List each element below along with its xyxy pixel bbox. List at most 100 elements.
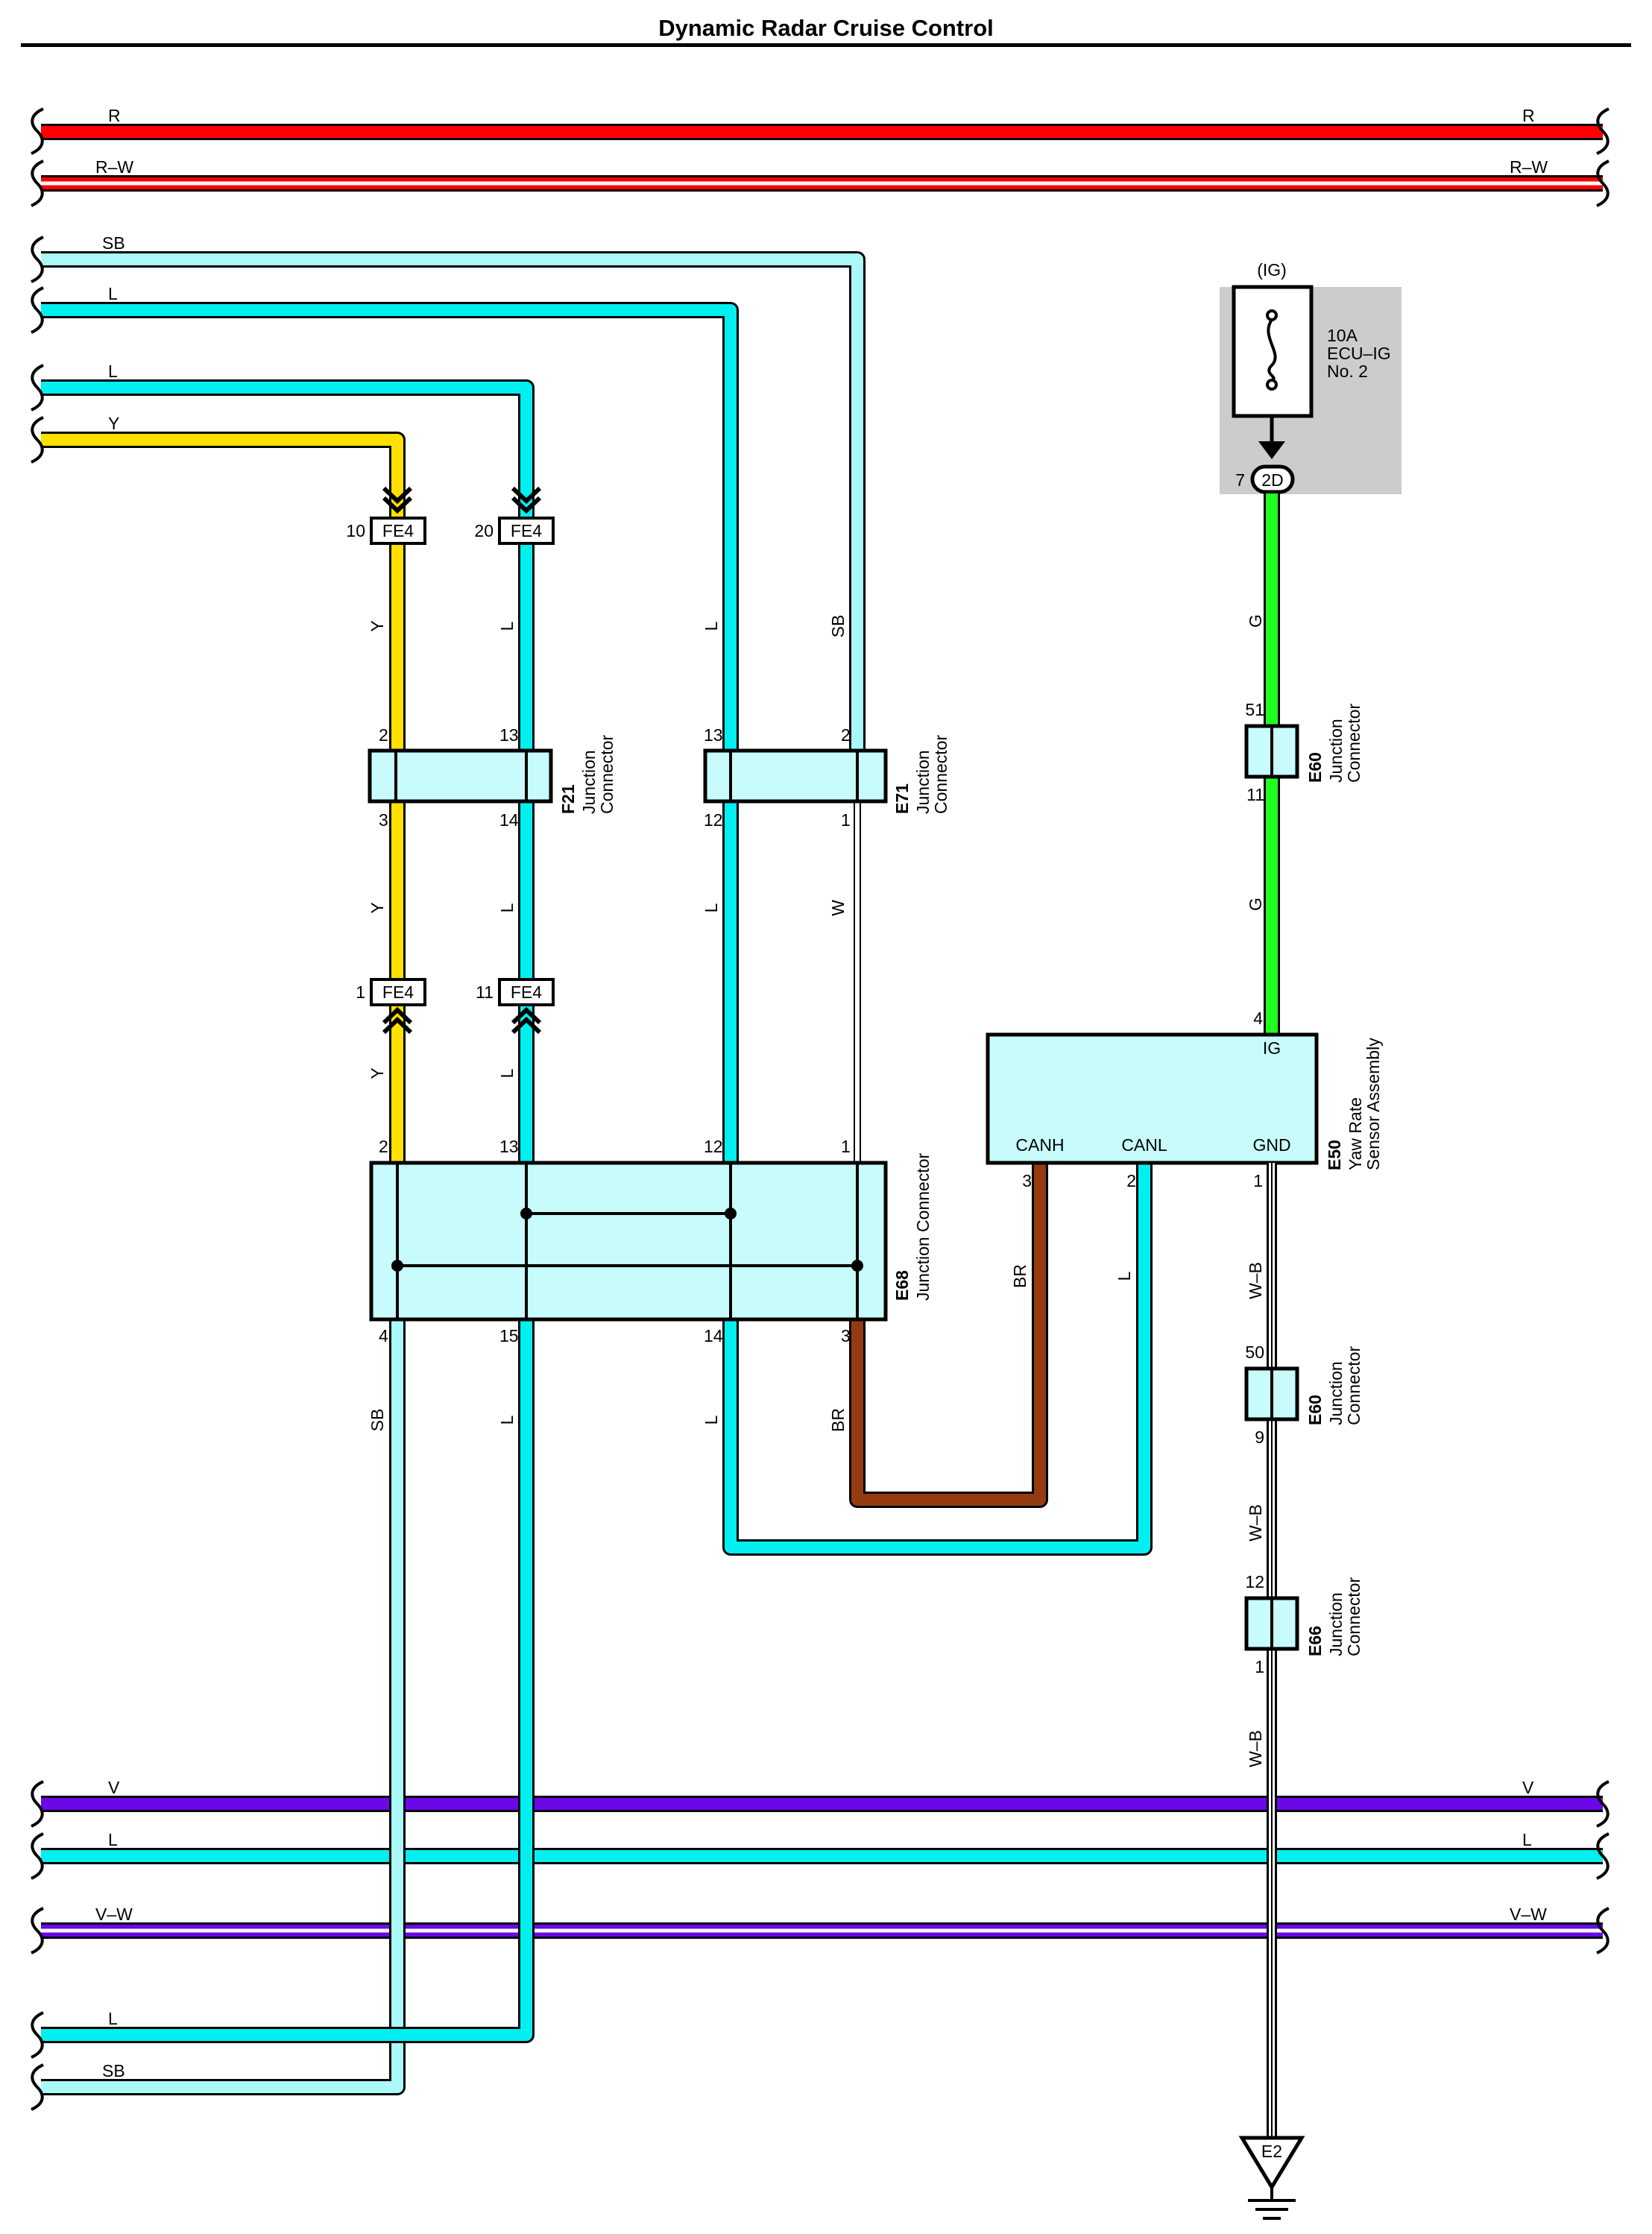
pin-label: 2 [379, 725, 388, 745]
fe4-upper-b-pin: 20 [474, 521, 494, 540]
bus-wire-r: R R [41, 106, 1603, 140]
component-id: E66 [1305, 1626, 1325, 1656]
fe4-upper-b-id: FE4 [511, 521, 542, 540]
diagram-title: Dynamic Radar Cruise Control [658, 15, 994, 41]
wire-label: L [497, 903, 517, 912]
wire-label-y-mid: Y [108, 414, 119, 433]
crossing-overlays [389, 1787, 1277, 1947]
fe4-lower-a-pin: 1 [356, 982, 365, 1002]
component-name: Yaw Rate [1346, 1097, 1365, 1170]
wire-label: Y [368, 1067, 387, 1079]
wire-label: L [497, 621, 517, 631]
wire-label: L [497, 1068, 517, 1078]
pin-label: 14 [704, 1326, 723, 1345]
wire-label: BR [1010, 1264, 1030, 1288]
fuse-name: ECU–IG [1327, 344, 1391, 363]
f21-junction-connector: 2 13 3 14 F21 Junction Connector [368, 725, 617, 830]
terminal-ig: IG [1263, 1038, 1281, 1058]
pin-label: 3 [1022, 1171, 1032, 1190]
pin-label: 1 [1255, 1657, 1264, 1676]
wire-label-sb-top: SB [102, 233, 125, 253]
break-marks-top [31, 107, 1610, 207]
wire-sb-vertical [41, 1319, 406, 2095]
pin-label: 3 [379, 810, 388, 830]
component-id: E60 [1305, 752, 1325, 783]
pin-label: 13 [499, 1137, 519, 1156]
ground-symbol-e2: E2 [1238, 2136, 1305, 2220]
wire-l-bottom: L [41, 2009, 535, 2043]
wire-label: W [828, 900, 848, 916]
component-id: E71 [892, 783, 912, 814]
component-name: Junction Connector [913, 1152, 933, 1301]
pin-label: 2 [841, 725, 851, 745]
fuse-number: No. 2 [1327, 362, 1368, 381]
wire-label: L [497, 1415, 517, 1424]
wire-sb-top: SB [41, 233, 866, 753]
component-id: E68 [892, 1270, 912, 1301]
bus-label-v-left: V [108, 1778, 120, 1797]
fuse-pin: 7 [1235, 470, 1245, 490]
wire-y-mid: Y [41, 414, 406, 522]
pin-label: 15 [499, 1326, 519, 1345]
pin-label: 12 [704, 810, 723, 830]
wire-label: W–B [1246, 1504, 1265, 1542]
component-name: Junction [579, 750, 599, 814]
wire-label: G [1246, 614, 1265, 628]
component-name: Connector [1344, 704, 1363, 783]
e66-junction-connector: 12 1 E66 Junction Connector [1244, 1572, 1363, 1676]
fe4-upper-b: FE4 20 [474, 486, 555, 545]
pin-label: 1 [1253, 1171, 1263, 1190]
component-id: E60 [1305, 1395, 1325, 1425]
pin-label: 12 [704, 1137, 723, 1156]
break-marks-bottom [31, 1780, 1610, 2111]
bus-label-rw-right: R–W [1510, 157, 1548, 177]
wire-label: L [702, 1415, 721, 1424]
e60-lower-junction-connector: 50 9 E60 Junction Connector [1244, 1342, 1363, 1447]
wire-label-l-bottom: L [108, 2009, 118, 2028]
pin-label: 51 [1245, 700, 1264, 719]
wire-sb-bottom: SB [102, 2061, 125, 2080]
fe4-lower-b-id: FE4 [511, 982, 542, 1002]
pin-label: 2 [1126, 1171, 1136, 1190]
e71-junction-connector: 13 2 12 1 E71 Junction Connector [703, 725, 950, 830]
fe4-lower-b: FE4 11 [476, 978, 555, 1035]
pin-label: 1 [841, 1137, 851, 1156]
pin-label: 11 [1246, 785, 1264, 804]
component-name: Sensor Assembly [1363, 1038, 1383, 1170]
bus-label-rw-left: R–W [95, 157, 133, 177]
fe4-lower-b-pin: 11 [476, 982, 494, 1002]
wire-label: G [1246, 897, 1265, 911]
bus-wire-r-w: R–W R–W [41, 157, 1603, 192]
wire-label: SB [368, 1409, 387, 1432]
fe4-upper-a-pin: 10 [346, 521, 365, 540]
wire-l-mid: L [41, 362, 535, 522]
wire-label: L [1115, 1271, 1134, 1281]
wire-label: W–B [1246, 1730, 1265, 1767]
component-name: Junction [1326, 1592, 1346, 1656]
fuse-connector-id: 2D [1261, 470, 1283, 490]
fuse-source-label: (IG) [1257, 260, 1287, 280]
component-id: F21 [558, 784, 578, 814]
bus-wire-v: V V [41, 1778, 1603, 1812]
wire-labels: Y L L SB Y L L W Y L SB L L BR BR L G G … [368, 614, 1265, 1767]
wire-label: L [702, 903, 721, 912]
component-name: Connector [1344, 1346, 1363, 1425]
pin-label: 50 [1245, 1342, 1264, 1362]
wire-label-l-mid: L [108, 362, 118, 381]
break-marks-left-upper [31, 236, 44, 464]
pin-label: 14 [499, 810, 519, 830]
component-name: Connector [1344, 1577, 1363, 1656]
terminal-canl: CANL [1121, 1135, 1167, 1155]
e68-junction-connector: 2 13 12 1 4 15 14 3 E68 Junction Connect… [369, 1137, 933, 1345]
wire-label: Y [368, 620, 387, 631]
wire-label: SB [828, 615, 848, 638]
wire-label: Y [368, 902, 387, 913]
pin-label: 12 [1245, 1572, 1264, 1591]
wire-l-top: L [41, 284, 1153, 1556]
terminal-canh: CANH [1015, 1135, 1064, 1155]
ground-id: E2 [1261, 2142, 1282, 2161]
pin-label: 13 [499, 725, 519, 745]
terminal-gnd: GND [1252, 1135, 1290, 1155]
title-rule [21, 43, 1631, 47]
